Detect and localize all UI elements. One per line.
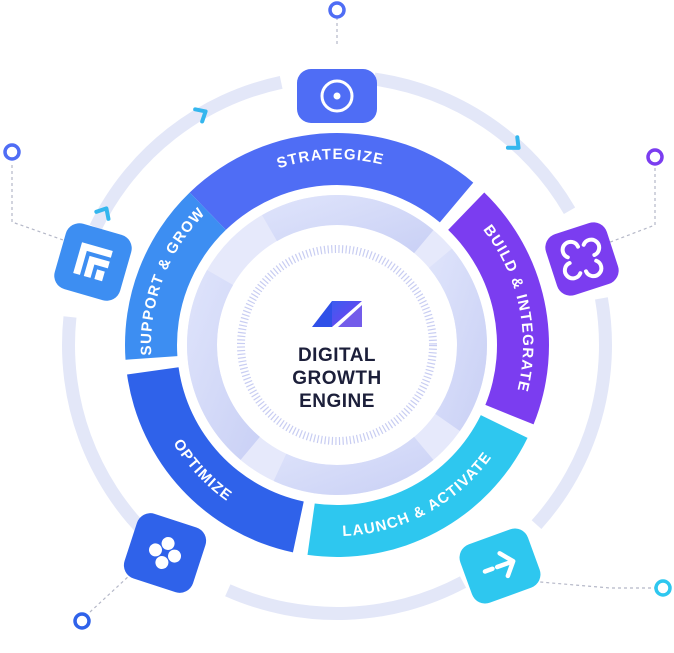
stage-segment[interactable] bbox=[127, 367, 304, 553]
integration-knot-icon[interactable] bbox=[542, 219, 623, 300]
outer-ring-arc bbox=[225, 576, 467, 620]
chevron-icon bbox=[505, 135, 521, 150]
connector-dot-support bbox=[3, 143, 21, 161]
center-inner bbox=[251, 259, 423, 431]
chevron-icon bbox=[94, 206, 111, 221]
center-tick-ring bbox=[237, 245, 437, 445]
four-circles-icon[interactable] bbox=[120, 510, 209, 597]
outer-ring-arc bbox=[61, 316, 155, 543]
inner-ring-arc bbox=[273, 436, 434, 495]
connector-dot-build bbox=[646, 148, 664, 166]
connector-lines bbox=[11, 17, 663, 613]
launch-arrow-icon[interactable] bbox=[456, 525, 545, 608]
chevron-icon bbox=[193, 107, 208, 124]
center-title-line-2: GROWTH bbox=[292, 368, 382, 389]
connector-dots bbox=[3, 1, 672, 630]
center-title-line-1: DIGITAL bbox=[298, 345, 376, 366]
inner-ring bbox=[187, 195, 487, 495]
connector-dot-launch bbox=[654, 579, 672, 597]
outer-ring-arc bbox=[373, 72, 576, 214]
inner-ring-arc bbox=[428, 248, 487, 432]
target-icon[interactable] bbox=[297, 69, 377, 123]
center-title-line-3: ENGINE bbox=[299, 391, 375, 412]
stage-segment[interactable] bbox=[448, 192, 549, 425]
outer-ring-arc bbox=[531, 297, 612, 530]
building-icon[interactable] bbox=[51, 220, 135, 304]
inner-ring-arc bbox=[187, 270, 260, 460]
center-logo-icon bbox=[312, 301, 362, 327]
stage-segment[interactable] bbox=[307, 415, 528, 557]
inner-ring-arc bbox=[262, 195, 434, 254]
stage-segment[interactable] bbox=[125, 192, 226, 360]
stage-segment[interactable] bbox=[189, 133, 474, 230]
connector-dot-optimize bbox=[73, 612, 91, 630]
connector-dot-strategize bbox=[328, 1, 346, 19]
